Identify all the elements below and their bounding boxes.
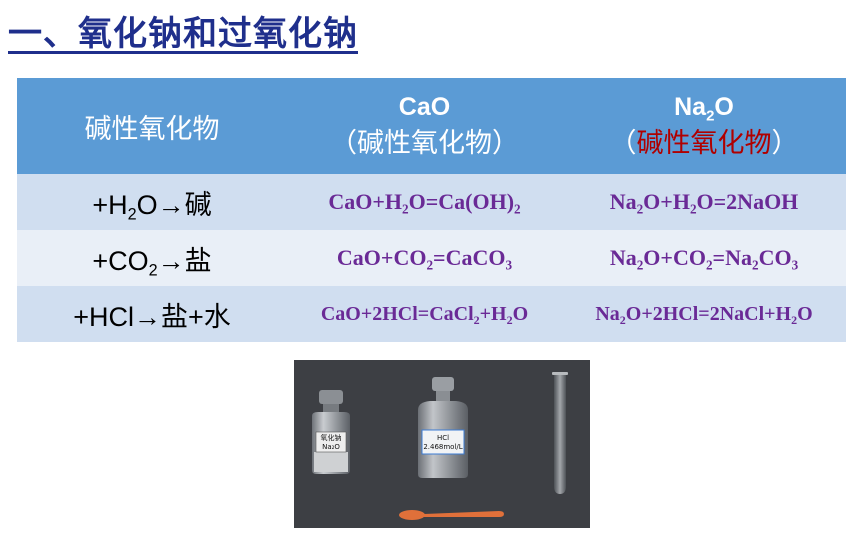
table-header-row: 碱性氧化物 CaO （碱性氧化物） Na2O （碱性氧化物）: [17, 78, 846, 174]
comparison-table: 碱性氧化物 CaO （碱性氧化物） Na2O （碱性氧化物） +H2O→碱 Ca…: [17, 78, 846, 342]
cao-water-equation: CaO+H2O=Ca(OH)2: [287, 174, 562, 230]
lab-equipment-illustration: 氧化钠 Na₂O HCl 2.468mol/L: [312, 372, 568, 520]
test-tube-icon: [552, 372, 568, 494]
page-title: 一、氧化钠和过氧化钠: [8, 15, 358, 53]
table-row: +HCl→盐+水 CaO+2HCl=CaCl2+H2O Na2O+2HCl=2N…: [17, 286, 846, 342]
na2o-water-equation: Na2O+H2O=2NaOH: [562, 174, 846, 230]
na2o-bottle-label-name: 氧化钠: [321, 433, 342, 442]
cao-hcl-equation: CaO+2HCl=CaCl2+H2O: [287, 286, 562, 342]
hcl-bottle-icon: HCl 2.468mol/L: [418, 377, 468, 478]
header-cao-formula: CaO: [398, 93, 451, 121]
row-head-hcl: +HCl→盐+水: [17, 286, 287, 342]
na2o-co2-equation: Na2O+CO2=Na2CO3: [562, 230, 846, 286]
table-row: +CO2→盐 CaO+CO2=CaCO3 Na2O+CO2=Na2CO3: [17, 230, 846, 286]
header-cell-na2o: Na2O （碱性氧化物）: [562, 78, 846, 174]
table-row: +H2O→碱 CaO+H2O=Ca(OH)2 Na2O+H2O=2NaOH: [17, 174, 846, 230]
na2o-hcl-equation: Na2O+2HCl=2NaCl+H2O: [562, 286, 846, 342]
cao-co2-equation: CaO+CO2=CaCO3: [287, 230, 562, 286]
header-cell-basic-oxide: 碱性氧化物: [17, 78, 287, 174]
spatula-icon: [399, 510, 504, 520]
na2o-bottle-icon: 氧化钠 Na₂O: [312, 390, 350, 474]
header-na2o-type: （碱性氧化物）: [609, 128, 799, 158]
header-cao-type: （碱性氧化物）: [330, 128, 519, 158]
row-head-co2: +CO2→盐: [17, 230, 287, 286]
hcl-bottle-label-name: HCl: [437, 434, 449, 442]
na2o-bottle-label-formula: Na₂O: [322, 443, 340, 451]
lab-equipment-photo: 氧化钠 Na₂O HCl 2.468mol/L: [294, 360, 590, 528]
header-cell-cao: CaO （碱性氧化物）: [287, 78, 562, 174]
row-head-water: +H2O→碱: [17, 174, 287, 230]
hcl-bottle-label-conc: 2.468mol/L: [423, 443, 462, 451]
header-na2o-formula: Na2O: [674, 93, 734, 125]
